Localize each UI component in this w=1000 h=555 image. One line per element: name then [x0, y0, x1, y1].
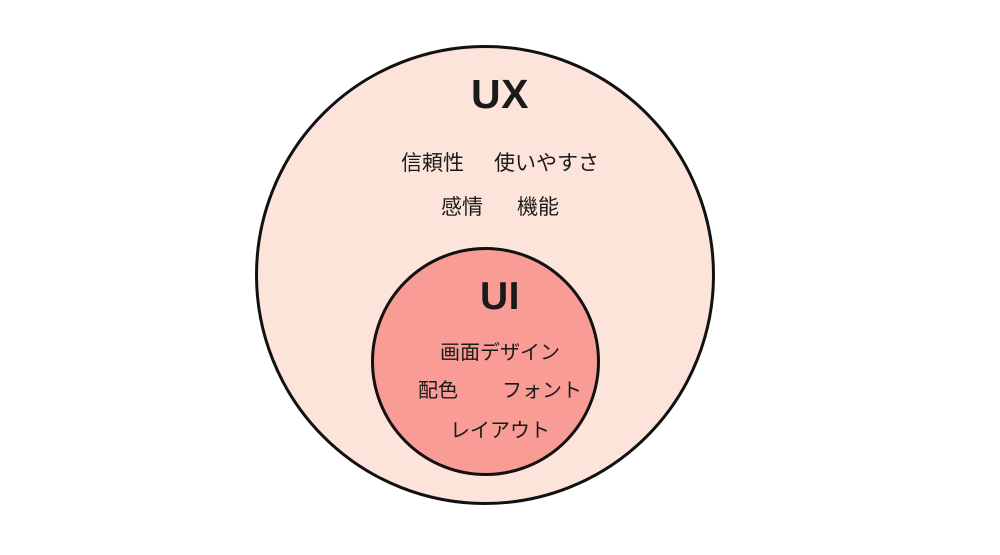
ui-keyword-row-3: レイアウト	[0, 421, 1000, 441]
ux-keyword: 感情	[441, 196, 483, 219]
ux-label: UX	[471, 71, 529, 117]
ux-keyword: 使いやすさ	[494, 152, 599, 175]
ux-keyword: 信頼性	[401, 152, 464, 175]
ui-keyword-row-1: 画面デザイン	[0, 343, 1000, 363]
ui-keyword: フォント	[502, 380, 582, 402]
ui-keyword: 画面デザイン	[440, 342, 560, 364]
ui-label: UI	[480, 275, 520, 318]
ui-keyword: レイアウト	[450, 420, 550, 442]
ux-keyword: 機能	[517, 196, 559, 219]
ux-keyword-row-1: 信頼性 使いやすさ	[0, 153, 1000, 174]
ui-circle	[371, 247, 600, 476]
ui-keyword: 配色	[418, 380, 458, 402]
ux-keyword-row-2: 感情 機能	[0, 197, 1000, 218]
ui-keyword-row-2: 配色 フォント	[0, 381, 1000, 401]
